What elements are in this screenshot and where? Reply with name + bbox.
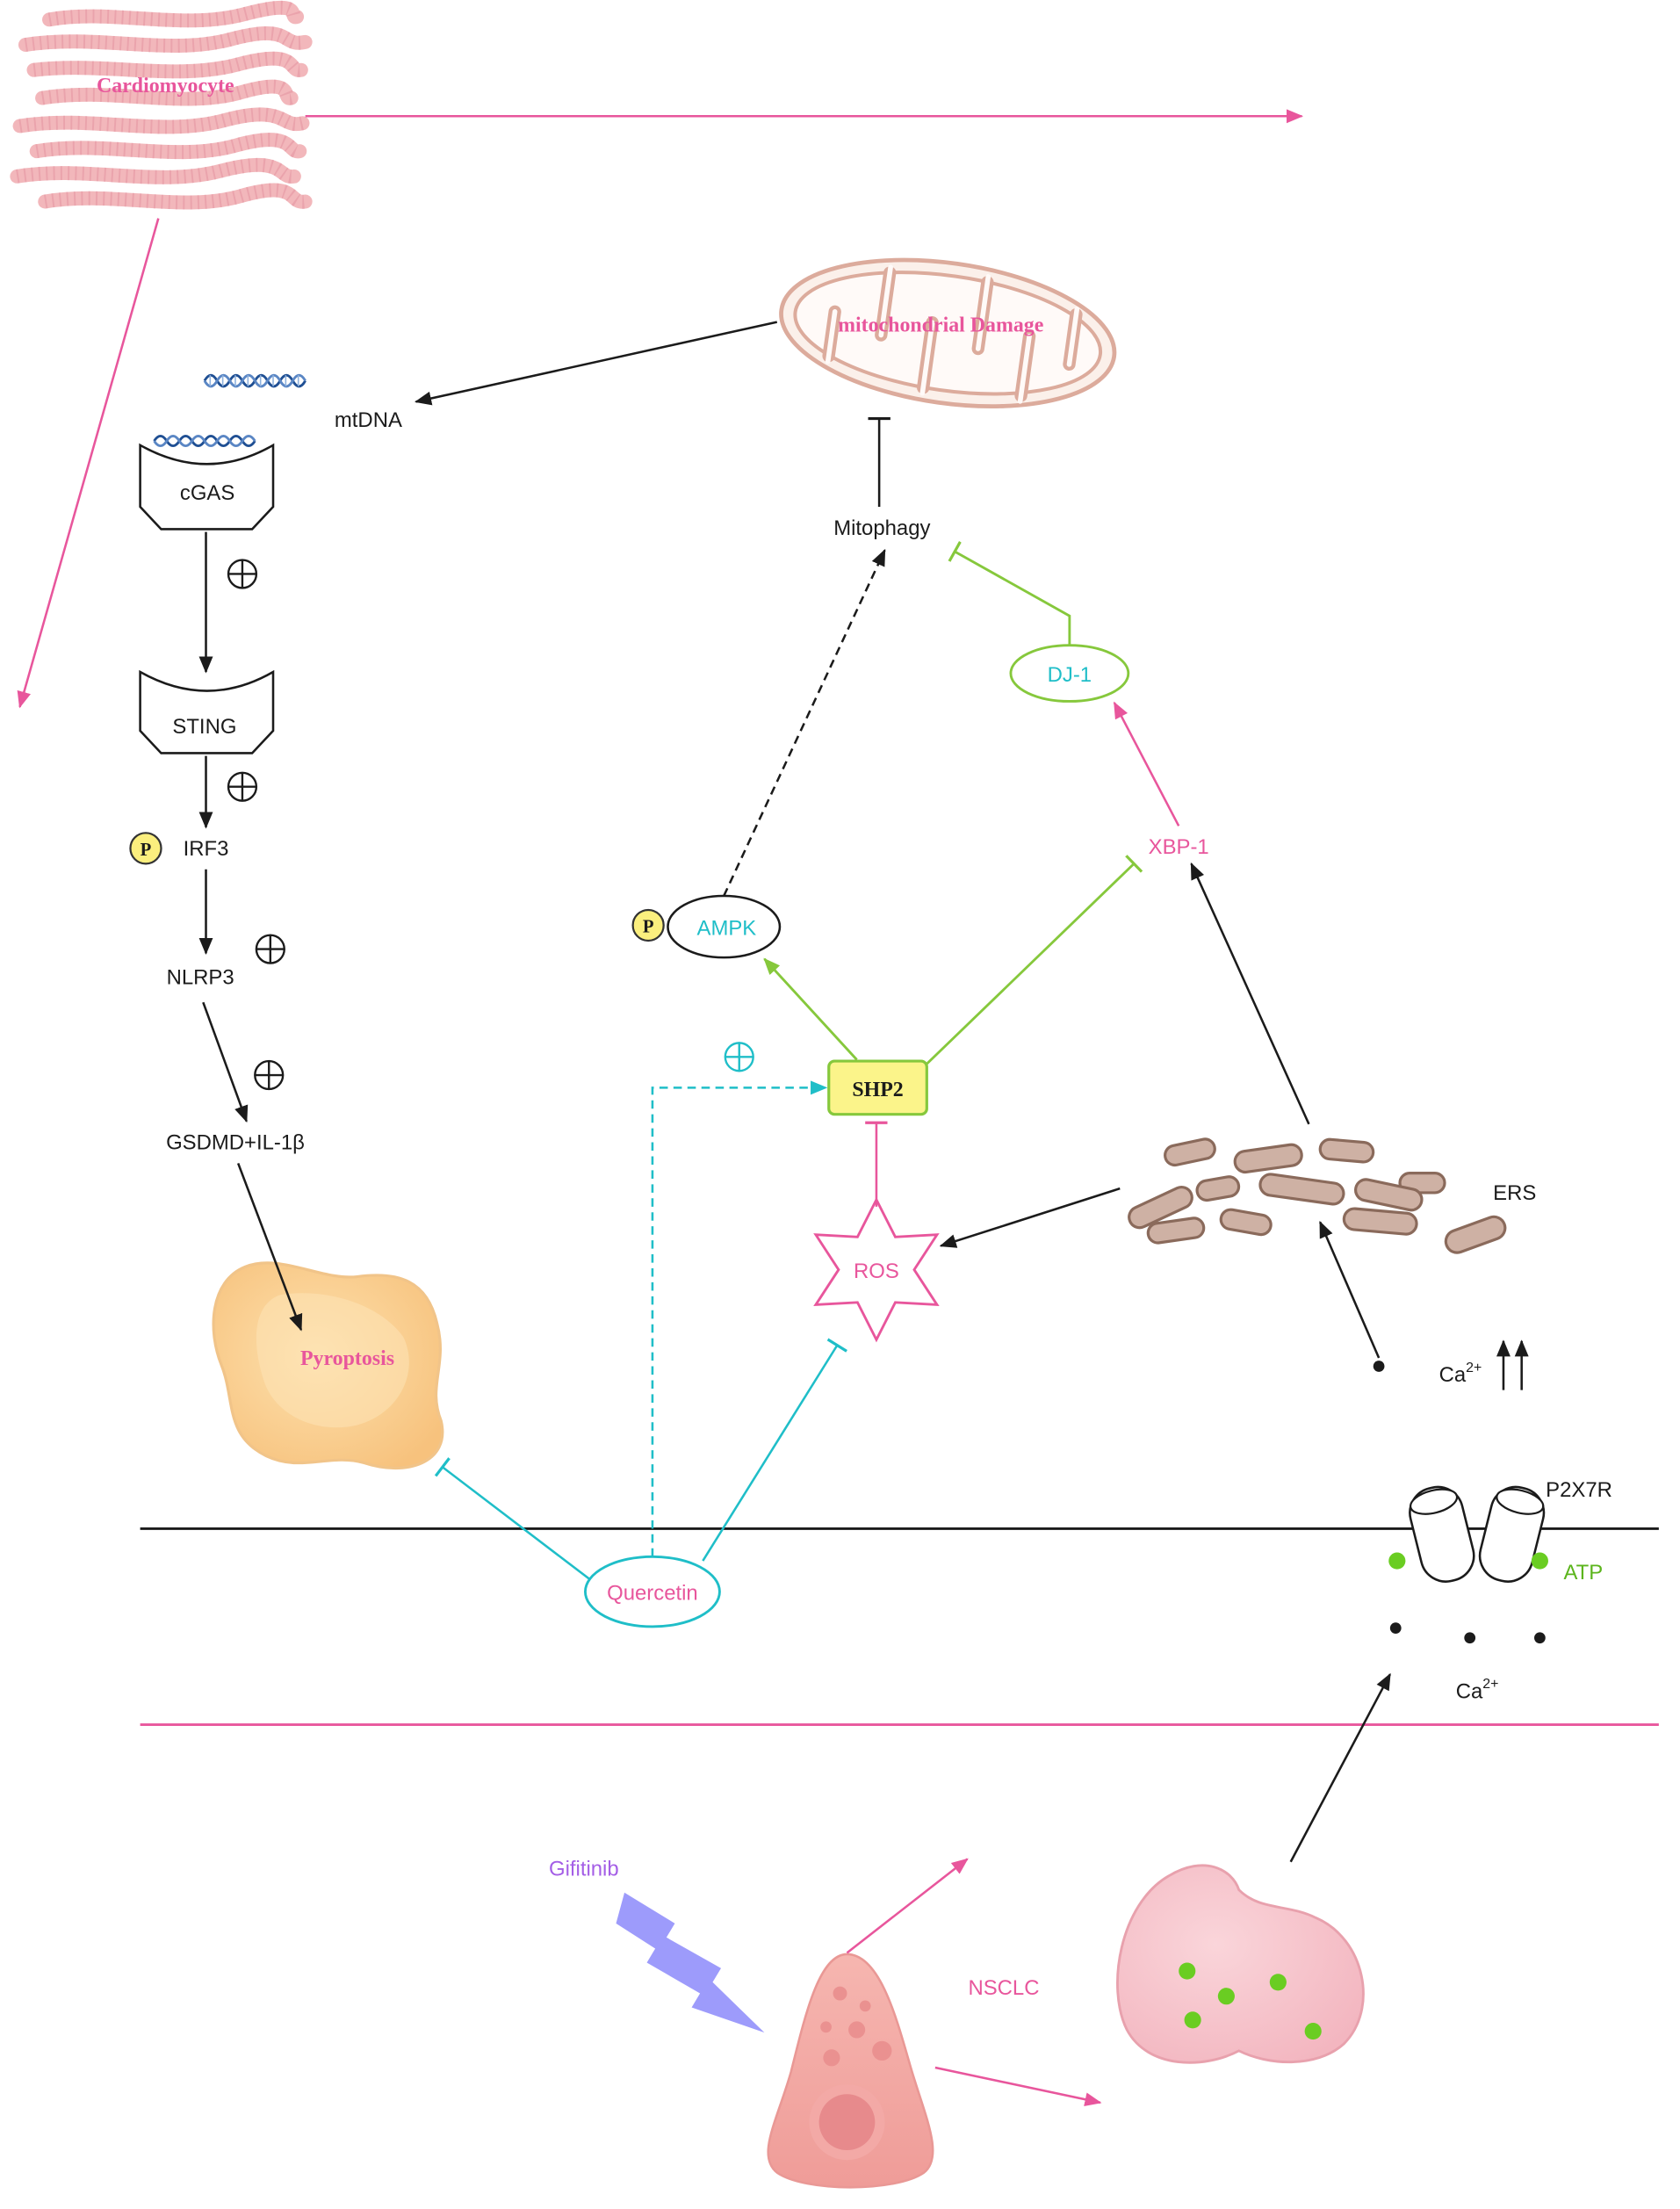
ers-label: ERS: [1493, 1181, 1536, 1205]
atp-dot: [1531, 1552, 1548, 1570]
calcium-ion-dot: [1389, 1622, 1402, 1634]
nsclc-label: NSCLC: [968, 1976, 1039, 2000]
arrow-calcium-to-ers: [1318, 1220, 1381, 1359]
mtdna-helix-icon: [203, 373, 306, 388]
cgas-shape: [139, 443, 275, 531]
cgas-dna-helix-icon: [153, 435, 256, 448]
calcium-label-upper: Ca2+: [1439, 1361, 1482, 1387]
arrow-ers-to-ros: [939, 1187, 1121, 1248]
arrow-cardiomyocyte-to-left: [17, 218, 160, 709]
nlrp3-label: NLRP3: [167, 965, 234, 989]
cardiomyocyte-illustration: [10, 0, 313, 210]
calcium-charge: 2+: [1482, 1677, 1498, 1692]
phospho-label: P: [141, 841, 152, 860]
activation-plus-icon: [227, 771, 258, 802]
p2x7r-channel-icon: [1409, 1485, 1546, 1583]
atp-dot: [1388, 1552, 1406, 1570]
xbp1-label: XBP-1: [1149, 835, 1209, 859]
arrow-xbp1-to-dj1: [1113, 701, 1180, 827]
calcium-symbol: Ca: [1439, 1363, 1467, 1387]
arrow-gsdmd-to-pyroptosis: [236, 1162, 303, 1332]
p2x7r-label: P2X7R: [1546, 1478, 1612, 1502]
ros-label: ROS: [854, 1260, 899, 1283]
sting-shape: [139, 669, 275, 754]
activation-plus-icon: [724, 1042, 754, 1072]
mitophagy-label: Mitophagy: [833, 516, 930, 540]
ampk-label: AMPK: [697, 917, 757, 941]
arrow-nsclc-to-exosome: [934, 2066, 1102, 2107]
ros-star: [813, 1196, 940, 1343]
arrow-mitochondria-to-mtdna: [415, 321, 778, 406]
arrow-ampk-to-mitophagy: [723, 548, 886, 897]
calcium-charge: 2+: [1466, 1361, 1482, 1375]
double-up-arrow-icon: [1496, 1339, 1529, 1390]
calcium-label-lower: Ca2+: [1456, 1677, 1499, 1703]
cardiomyocyte-label: Cardiomyocyte: [97, 75, 234, 97]
calcium-ion-dot: [1464, 1632, 1476, 1644]
mitochondrion-illustration: [779, 257, 1117, 408]
inhibit-dj1-mitophagy: [948, 541, 1071, 646]
arrow-ers-to-xbp1: [1190, 862, 1310, 1125]
quercetin-label: Quercetin: [607, 1582, 698, 1606]
inhibit-shp2-xbp1: [926, 855, 1143, 1065]
atp-label: ATP: [1563, 1561, 1603, 1585]
pyroptosis-label: Pyroptosis: [300, 1347, 394, 1370]
sting-label: STING: [172, 715, 236, 739]
phospho-label: P: [643, 917, 654, 936]
mitochondrial-damage-label: mitochondrial Damage: [838, 314, 1043, 337]
exosome-illustration: [1116, 1864, 1365, 2064]
arrow-nlrp3-to-gsdmd: [202, 1001, 249, 1123]
calcium-symbol: Ca: [1456, 1679, 1483, 1703]
arrow-exosome-to-calcium: [1289, 1672, 1391, 1863]
arrow-quercetin-to-shp2: [651, 1080, 828, 1557]
activation-plus-icon: [254, 1059, 285, 1091]
gifitinib-label: Gifitinib: [549, 1858, 619, 1881]
calcium-ion-dot: [1534, 1632, 1546, 1644]
nsclc-cell-illustration: [767, 1953, 934, 2189]
phospho-badge: [129, 832, 162, 865]
activation-plus-icon: [227, 559, 258, 589]
shp2-node: [827, 1059, 928, 1116]
activation-plus-icon: [255, 934, 285, 964]
cgas-label: cGAS: [180, 481, 234, 505]
inhibit-quercetin-ros: [702, 1338, 847, 1562]
inhibit-quercetin-pyroptosis: [434, 1457, 590, 1580]
dj1-label: DJ-1: [1048, 663, 1092, 687]
irf3-label: IRF3: [184, 837, 229, 861]
gsdmd-il1b-label: GSDMD+IL-1β: [166, 1131, 305, 1155]
lightning-bolt-icon: [616, 1892, 765, 2033]
arrow-nsclc-upward: [846, 1858, 969, 1954]
phospho-badge: [631, 908, 665, 942]
arrow-shp2-to-ampk: [763, 957, 858, 1061]
endoplasmic-reticulum-illustration: [1128, 1137, 1507, 1254]
calcium-ion-dot: [1373, 1361, 1385, 1372]
shp2-label: SHP2: [852, 1079, 903, 1101]
mtdna-label: mtDNA: [335, 408, 402, 432]
